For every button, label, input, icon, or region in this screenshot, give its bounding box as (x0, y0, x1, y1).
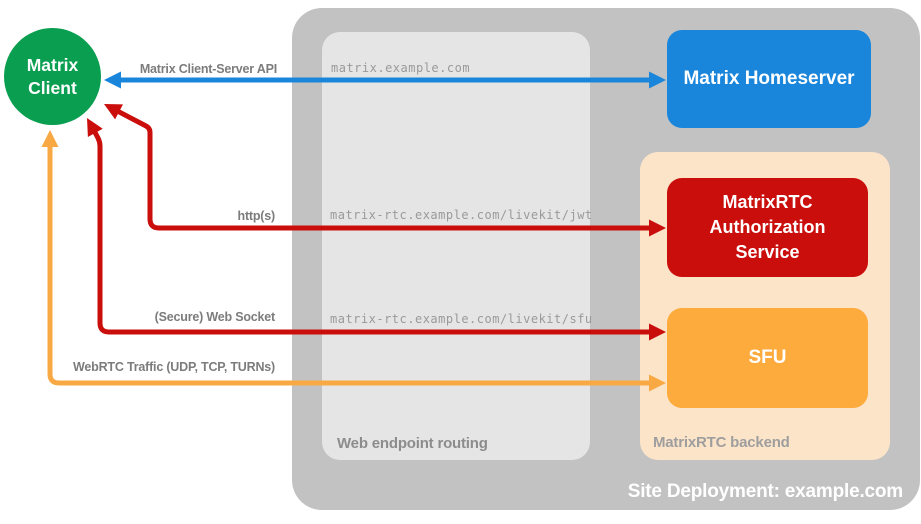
websocket-arrowhead-client (87, 118, 103, 137)
label-secure-web-socket: (Secure) Web Socket (154, 310, 276, 324)
site-deployment-title: Site Deployment: example.com (627, 481, 903, 502)
endpoint-livekit-sfu: matrix-rtc.example.com/livekit/sfu (330, 312, 593, 326)
matrixrtc-authorization-service-node: MatrixRTC Authorization Service (667, 178, 868, 277)
endpoint-livekit-jwt: matrix-rtc.example.com/livekit/jwt (330, 208, 593, 222)
web-endpoint-routing-box: Web endpoint routing (322, 32, 590, 460)
label-webrtc-traffic: WebRTC Traffic (UDP, TCP, TURNs) (73, 360, 275, 374)
label-https: http(s) (237, 209, 276, 223)
matrix-homeserver-node: Matrix Homeserver (667, 30, 871, 128)
matrixrtc-backend-title: MatrixRTC backend (653, 434, 790, 451)
client-server-api-arrowhead-client (104, 71, 121, 89)
matrix-client-node: Matrix Client (4, 28, 101, 125)
label-matrix-client-server-api: Matrix Client-Server API (139, 62, 277, 76)
webrtc-arrowhead-client (41, 130, 59, 147)
sfu-node: SFU (667, 308, 868, 408)
endpoint-matrix-example-com: matrix.example.com (331, 61, 471, 75)
https-arrowhead-client (104, 104, 123, 120)
web-endpoint-routing-title: Web endpoint routing (337, 435, 488, 452)
